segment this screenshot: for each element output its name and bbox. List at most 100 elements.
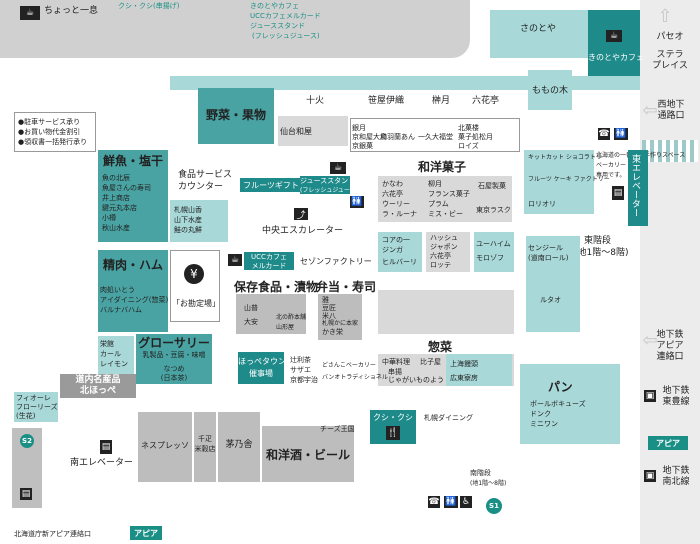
bento-4[interactable]: 札幌かに本家 bbox=[322, 320, 359, 327]
sweets1-4[interactable]: ラ・ルーナ bbox=[382, 210, 417, 218]
fish-5[interactable]: 小樽 bbox=[102, 214, 116, 222]
sweets1-1[interactable]: かなわ bbox=[382, 180, 403, 188]
store-roizu[interactable]: ロイズ bbox=[458, 142, 479, 150]
sweets4-4[interactable]: ロッテ bbox=[430, 261, 451, 269]
fish-1[interactable]: 魚の北辰 bbox=[102, 174, 130, 182]
cafe-cup-icon: ☕ bbox=[606, 30, 622, 42]
kokonara-area[interactable] bbox=[446, 354, 512, 386]
store-senjil2: (道南ロール) bbox=[528, 254, 569, 262]
yasai-area[interactable] bbox=[198, 88, 274, 144]
sweets4-2[interactable]: ジャポン bbox=[430, 243, 458, 251]
store-tsujiri[interactable]: 辻利茶 bbox=[290, 356, 311, 364]
store-seigetsu[interactable]: 銀月 bbox=[352, 124, 366, 132]
meat-2[interactable]: アイダイニング(惣菜) bbox=[100, 296, 169, 304]
store-jeff[interactable]: 菓子処松月 bbox=[458, 133, 493, 141]
store-tokyo-rusk[interactable]: 東京ラスク bbox=[476, 206, 511, 214]
meat-3[interactable]: バルナバハム bbox=[100, 306, 142, 314]
store-forefront2: フローリーズ bbox=[16, 403, 58, 411]
south-stairs[interactable]: 南階段 bbox=[470, 469, 491, 477]
store-sengai[interactable]: 仙台和屋 bbox=[280, 127, 312, 136]
south-elev-label[interactable]: 南エレベーター bbox=[70, 458, 134, 468]
store-taian[interactable]: 大安 bbox=[244, 318, 258, 326]
store-kazari[interactable]: 榊月 bbox=[432, 96, 451, 106]
store-kyouka[interactable]: 京銀菓 bbox=[352, 142, 373, 150]
sweets2-3[interactable]: プラム bbox=[428, 200, 449, 208]
chocolat-area[interactable] bbox=[524, 150, 594, 214]
store-jukkyu[interactable]: 十火 bbox=[306, 96, 325, 106]
apia-badge[interactable]: アピア bbox=[130, 526, 162, 540]
bento-1[interactable]: 雅 bbox=[322, 296, 329, 304]
sweets2-4[interactable]: ミス・ビー bbox=[428, 210, 463, 218]
juice-stand[interactable] bbox=[300, 176, 350, 194]
ucc-cafe[interactable] bbox=[244, 252, 294, 270]
label-subway-toho2: 東豊線 bbox=[662, 397, 690, 407]
souzai-4[interactable]: じゃがいものよう bbox=[388, 376, 444, 384]
store-rokkatei[interactable]: 六花亭 bbox=[472, 96, 500, 106]
stair-grill bbox=[642, 140, 698, 162]
sweets2-2[interactable]: フランス菓子 bbox=[428, 190, 470, 198]
meat-1[interactable]: 肉処いとう bbox=[100, 286, 135, 294]
east-elevator[interactable] bbox=[628, 150, 648, 226]
store-momonoki[interactable]: ももの木 bbox=[531, 86, 568, 96]
store-sendai[interactable]: 札幌ダイニング bbox=[424, 414, 473, 422]
fish-4[interactable]: 鍵元丸本店 bbox=[102, 204, 137, 212]
apia-right-badge[interactable]: アピア bbox=[648, 436, 688, 450]
nesu-area[interactable] bbox=[138, 412, 192, 482]
store-ishiya[interactable]: 石屋製菓 bbox=[478, 182, 506, 190]
central-escalator-label[interactable]: 中央エスカレーター bbox=[262, 226, 344, 236]
sweets2-1[interactable]: 柳月 bbox=[428, 180, 442, 188]
fruit-gift[interactable] bbox=[240, 178, 302, 192]
s2-badge[interactable]: S2 bbox=[20, 434, 34, 448]
sweets1-3[interactable]: ウーリー bbox=[382, 200, 410, 208]
kinotoya-cafe[interactable] bbox=[588, 10, 640, 76]
senjyu-area[interactable] bbox=[194, 412, 216, 482]
sweets4-1[interactable]: ハッシュ bbox=[430, 234, 458, 242]
bento-3[interactable]: 米八 bbox=[322, 312, 336, 320]
store-hanamaru[interactable]: 鳥羽蘭あん bbox=[380, 133, 415, 141]
grocery-area[interactable] bbox=[136, 334, 212, 384]
washu-area[interactable] bbox=[262, 426, 354, 482]
food-service-label[interactable]: 食品サービス bbox=[178, 170, 233, 180]
store-seizon[interactable]: セゾンファクトリー bbox=[300, 257, 372, 266]
souzai-2[interactable]: 比子屋 bbox=[420, 358, 441, 366]
fish-2[interactable]: 魚屋さんの寿司 bbox=[102, 184, 151, 192]
dounai-area[interactable] bbox=[60, 374, 136, 398]
sapporo-area[interactable] bbox=[170, 200, 228, 242]
store-kyoto-b[interactable]: 京和屋大和 bbox=[352, 133, 387, 141]
sweets4-3[interactable]: 六花亭 bbox=[430, 252, 451, 260]
pan-area[interactable] bbox=[520, 364, 620, 444]
souzai-3[interactable]: 串揚 bbox=[388, 368, 402, 376]
sweets1-2[interactable]: 六花亭 bbox=[382, 190, 403, 198]
store-sanoya[interactable]: さのとや bbox=[519, 24, 556, 34]
store-tokyo-t[interactable]: 京都宇治 bbox=[290, 376, 318, 384]
store-sasaya[interactable]: 笹屋伊織 bbox=[368, 96, 405, 106]
fish-6[interactable]: 秋山水産 bbox=[102, 224, 130, 232]
store-kitano[interactable]: 北の酢本舗 bbox=[276, 314, 307, 321]
store-senjyu: 千疋 bbox=[198, 435, 212, 443]
store-sweets-bakery[interactable]: どさんこベーカリー bbox=[322, 362, 376, 369]
forefront-area[interactable] bbox=[14, 392, 58, 422]
sengyo-area[interactable] bbox=[98, 150, 168, 242]
hotto-area[interactable] bbox=[238, 352, 284, 384]
store-saturo[interactable]: サザエ bbox=[290, 366, 311, 374]
chibo-area[interactable] bbox=[218, 412, 260, 482]
store-sanmaru[interactable]: 山普 bbox=[244, 304, 258, 312]
seikumeru-area[interactable] bbox=[98, 250, 168, 332]
coconi-area[interactable] bbox=[378, 232, 422, 272]
senjil-area[interactable] bbox=[526, 236, 580, 332]
store-ikkyu[interactable]: 一久大福堂 bbox=[418, 133, 453, 141]
store-yamagata[interactable]: 山形屋 bbox=[276, 324, 295, 331]
east-stairs[interactable]: 東階段 bbox=[584, 236, 612, 246]
store-kitakoro[interactable]: 北菓楼 bbox=[458, 124, 479, 132]
souzai-1[interactable]: 中華料理 bbox=[382, 358, 410, 366]
store-ban-trad[interactable]: バンオトラディショネル bbox=[322, 374, 388, 381]
legend-juice: ジューススタンド bbox=[250, 22, 306, 30]
s1-badge[interactable]: S1 bbox=[486, 498, 502, 514]
bento-5[interactable]: かき栄 bbox=[322, 328, 343, 336]
bento-2[interactable]: 豆匠 bbox=[322, 304, 336, 312]
yuhaimu-area[interactable] bbox=[474, 232, 514, 272]
store-cheese-o[interactable]: チーズ王国 bbox=[320, 425, 355, 433]
cashier-box[interactable] bbox=[170, 250, 220, 322]
fish-3[interactable]: 井上商店 bbox=[102, 194, 130, 202]
apia-link-label[interactable]: 北海道庁新アピア連絡口 bbox=[14, 530, 91, 538]
